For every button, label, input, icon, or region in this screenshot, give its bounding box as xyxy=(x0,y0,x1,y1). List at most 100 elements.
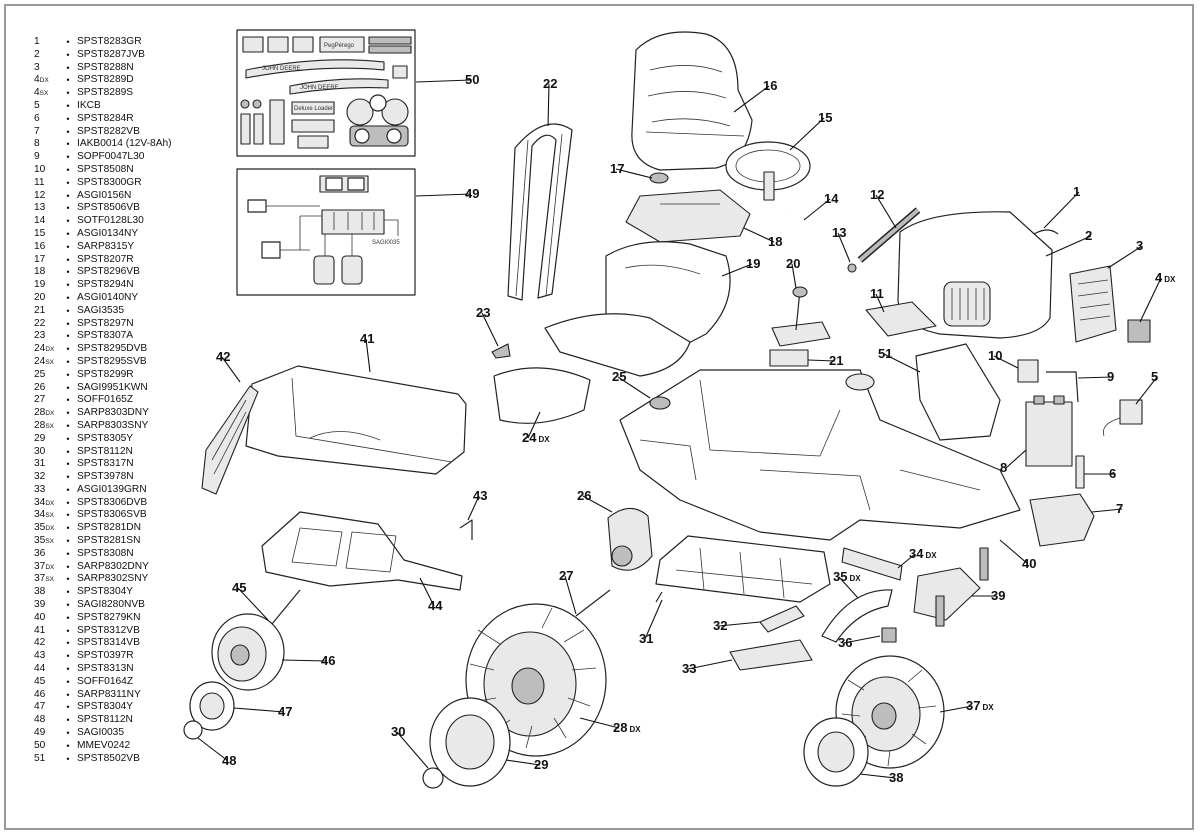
callout-19: 19 xyxy=(746,256,760,271)
part-number: 32 xyxy=(34,471,46,483)
bullet: • xyxy=(66,382,70,393)
parts-list-row: 24SX•SPST8295SVB xyxy=(34,356,234,369)
parts-list-row: 28SX•SARP8303SNY xyxy=(34,420,234,433)
leader-line xyxy=(1135,376,1158,405)
parts-list-row: 1•SPST8283GR xyxy=(34,36,234,49)
leader-line xyxy=(1107,245,1143,269)
parts-list-row: 28DX•SARP8303DNY xyxy=(34,407,234,420)
part-number-suffix: DX xyxy=(45,410,55,418)
trailer-frame-art xyxy=(261,511,463,591)
part-code: SPST3978N xyxy=(77,471,134,483)
part-code: SPST8112N xyxy=(77,445,133,457)
leader-line xyxy=(999,539,1029,565)
parts-list-row: 34DX•SPST8306DVB xyxy=(34,497,234,510)
bullet: • xyxy=(66,241,70,252)
wiring-diagram-art: SAGI0035 xyxy=(236,168,416,296)
leader-line xyxy=(644,599,663,640)
part-number-suffix: DX xyxy=(45,525,55,533)
wiring-part-code: SAGI0035 xyxy=(372,240,400,246)
wheel-nut-cap-art xyxy=(422,767,444,789)
bullet: • xyxy=(66,420,70,431)
parts-list-row: 50•MMEV0242 xyxy=(34,740,234,753)
steering-knuckle-art xyxy=(913,567,981,621)
part-number: 31 xyxy=(34,458,46,470)
callout-3: 3 xyxy=(1136,238,1143,253)
leader-line xyxy=(237,587,269,621)
pin-art xyxy=(1075,455,1085,489)
pedal-spring-art xyxy=(759,605,805,633)
parts-list-row: 26•SAGI9951KWN xyxy=(34,382,234,395)
callout-40: 40 xyxy=(1022,556,1036,571)
part-code: SPST8288N xyxy=(77,61,134,73)
parts-list-row: 39•SAGI8280NVB xyxy=(34,599,234,612)
front-fender-art xyxy=(821,589,893,643)
bullet: • xyxy=(66,676,70,687)
part-code: SPST8283GR xyxy=(77,36,142,47)
battery-strap-art xyxy=(1046,371,1079,403)
leader-line xyxy=(467,495,480,521)
bullet: • xyxy=(66,75,70,86)
callout-33: 33 xyxy=(682,661,696,676)
part-number: 9 xyxy=(34,151,40,163)
leader-line xyxy=(579,717,620,729)
leader-line xyxy=(875,293,885,313)
seat-art xyxy=(631,31,753,171)
fuse-holder-art xyxy=(1017,359,1039,383)
bullet: • xyxy=(66,164,70,175)
part-number: 35DX xyxy=(34,522,55,534)
gear-lever-art xyxy=(771,321,831,347)
callout-12: 12 xyxy=(870,187,884,202)
parts-list-row: 13•SPST8506VB xyxy=(34,202,234,215)
cap-art xyxy=(649,396,671,410)
callout-16: 16 xyxy=(763,78,777,93)
bullet: • xyxy=(66,651,70,662)
parts-list-row: 30•SPST8112N xyxy=(34,446,234,459)
part-number: 49 xyxy=(34,727,46,739)
part-code: IKCB xyxy=(77,99,101,111)
part-number: 3 xyxy=(34,61,40,73)
part-number: 38 xyxy=(34,586,46,598)
leader-line xyxy=(365,338,371,373)
bullet: • xyxy=(66,49,70,60)
leader-line xyxy=(1043,191,1080,229)
leader-line xyxy=(687,659,733,670)
part-number: 19 xyxy=(34,279,46,291)
part-number: 30 xyxy=(34,445,46,457)
leader-line xyxy=(718,621,761,627)
parts-list-row: 9•SOPF0047L30 xyxy=(34,151,234,164)
bullet: • xyxy=(66,100,70,111)
part-code: SPST8506VB xyxy=(77,202,140,214)
bullet: • xyxy=(66,331,70,342)
parts-list-row: 16•SARP8315Y xyxy=(34,241,234,254)
bullet: • xyxy=(66,280,70,291)
callout-49: 49 xyxy=(465,186,479,201)
bullet: • xyxy=(66,715,70,726)
part-code: SOPF0047L30 xyxy=(77,151,145,163)
leader-line xyxy=(859,773,896,779)
part-number: 5 xyxy=(34,99,40,111)
pedal-art xyxy=(729,639,813,671)
callout-15: 15 xyxy=(818,110,832,125)
leader-lines xyxy=(197,79,1162,779)
part-code: SARP8302DNY xyxy=(77,560,149,572)
trailer-tailgate-art xyxy=(201,385,259,495)
leader-line xyxy=(743,227,775,243)
bullet: • xyxy=(66,638,70,649)
part-code: SARP8303DNY xyxy=(77,407,149,419)
part-number: 33 xyxy=(34,483,46,495)
part-code: SPST8284R xyxy=(77,112,134,124)
parts-list-row: 49•SAGI0035 xyxy=(34,727,234,740)
part-number-suffix: DX xyxy=(39,77,49,85)
parts-list-row: 48•SPST8112N xyxy=(34,714,234,727)
leader-line xyxy=(1077,376,1114,379)
callout-29: 29 xyxy=(534,757,548,772)
part-code: SARP8315Y xyxy=(77,240,135,252)
parts-list-row: 40•SPST8279KN xyxy=(34,612,234,625)
leader-line xyxy=(617,376,651,399)
bullet: • xyxy=(66,536,70,547)
leader-line xyxy=(505,759,541,766)
decal-sheet-art: PegPérego JOHN DEERE JOHN DEERE Deluxe L… xyxy=(236,29,416,157)
